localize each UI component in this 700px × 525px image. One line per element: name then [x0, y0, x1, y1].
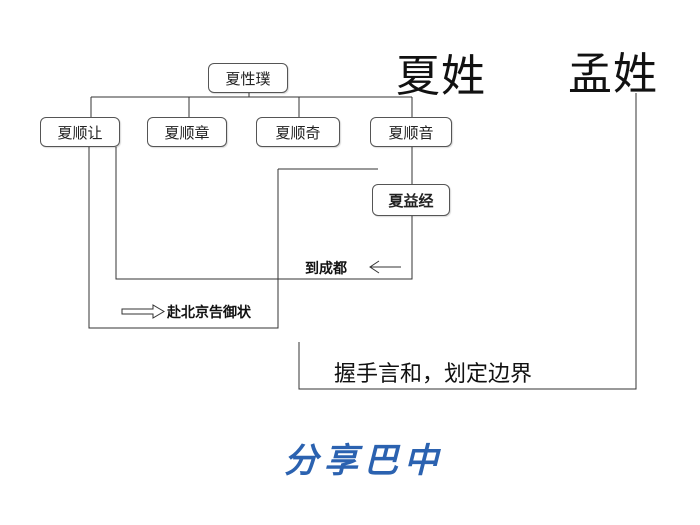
tree-node-child-4: 夏顺音 [370, 117, 452, 147]
chengdu-route-line [115, 147, 413, 280]
note-to-beijing: 赴北京告御状 [167, 305, 251, 321]
surname-meng: 孟姓 [568, 49, 658, 100]
tree-node-child-2: 夏顺章 [147, 117, 227, 147]
surname-xia: 夏姓 [396, 51, 486, 102]
right-arrow-icon [121, 304, 165, 319]
note-to-chengdu: 到成都 [305, 261, 347, 277]
boundary-line [298, 93, 637, 390]
note-reconcile: 握手言和，划定边界 [334, 362, 533, 387]
tree-node-root: 夏性璞 [208, 63, 288, 93]
tree-node-child-3: 夏顺奇 [256, 117, 340, 147]
left-arrow-icon [369, 260, 401, 274]
tree-node-child-1: 夏顺让 [40, 117, 120, 147]
tree-node-grandchild: 夏益经 [372, 184, 450, 216]
beijing-route-line [88, 147, 279, 329]
brand-watermark: 分享巴中 [284, 441, 444, 481]
